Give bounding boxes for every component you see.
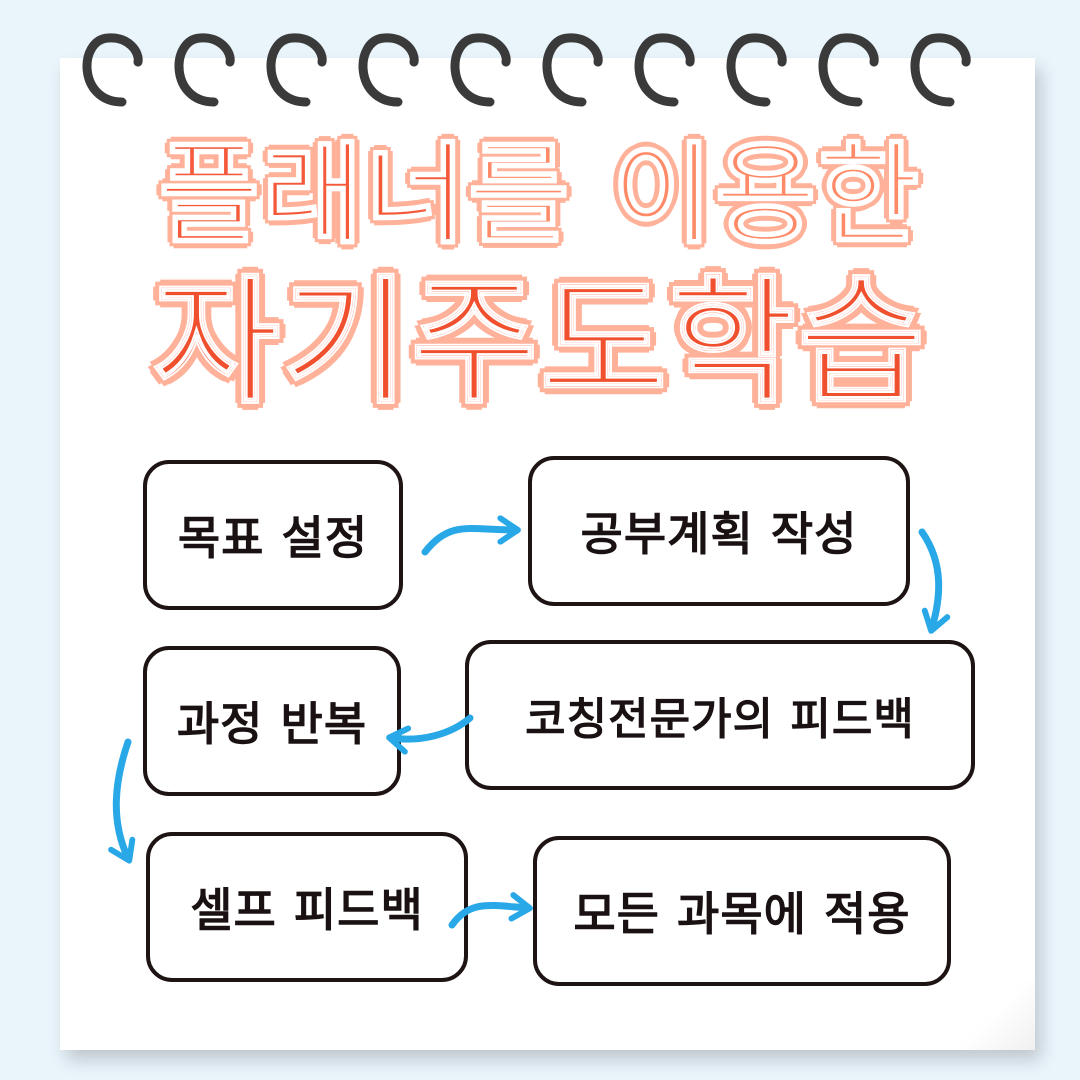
binding-ring — [450, 33, 511, 107]
binding-ring — [82, 33, 143, 107]
binding-ring — [174, 33, 235, 107]
binding-ring — [726, 33, 787, 107]
title-word-planner: 플래너 — [158, 130, 469, 260]
title-line-2: 자기주도학습 — [152, 262, 927, 423]
binding-ring — [542, 33, 603, 107]
step-study-plan: 공부계획 작성 — [528, 456, 910, 606]
step-goal-setting: 목표 설정 — [143, 460, 403, 610]
title-word-using: 이용한 — [571, 130, 922, 260]
binding-ring — [358, 33, 419, 107]
title-line-1: 플래너를 이용한 — [0, 130, 1080, 260]
step-coach-feedback: 코칭전문가의 피드백 — [465, 640, 975, 790]
step-repeat-process: 과정 반복 — [143, 646, 401, 796]
step-self-feedback: 셀프 피드백 — [146, 832, 468, 982]
binding-ring — [910, 33, 971, 107]
spiral-binding — [82, 33, 971, 107]
title-particle: 를 — [467, 130, 572, 260]
binding-ring — [818, 33, 879, 107]
binding-ring — [634, 33, 695, 107]
paper-curl — [945, 980, 1035, 1050]
step-apply-all-subjects: 모든 과목에 적용 — [533, 836, 951, 986]
binding-ring — [266, 33, 327, 107]
